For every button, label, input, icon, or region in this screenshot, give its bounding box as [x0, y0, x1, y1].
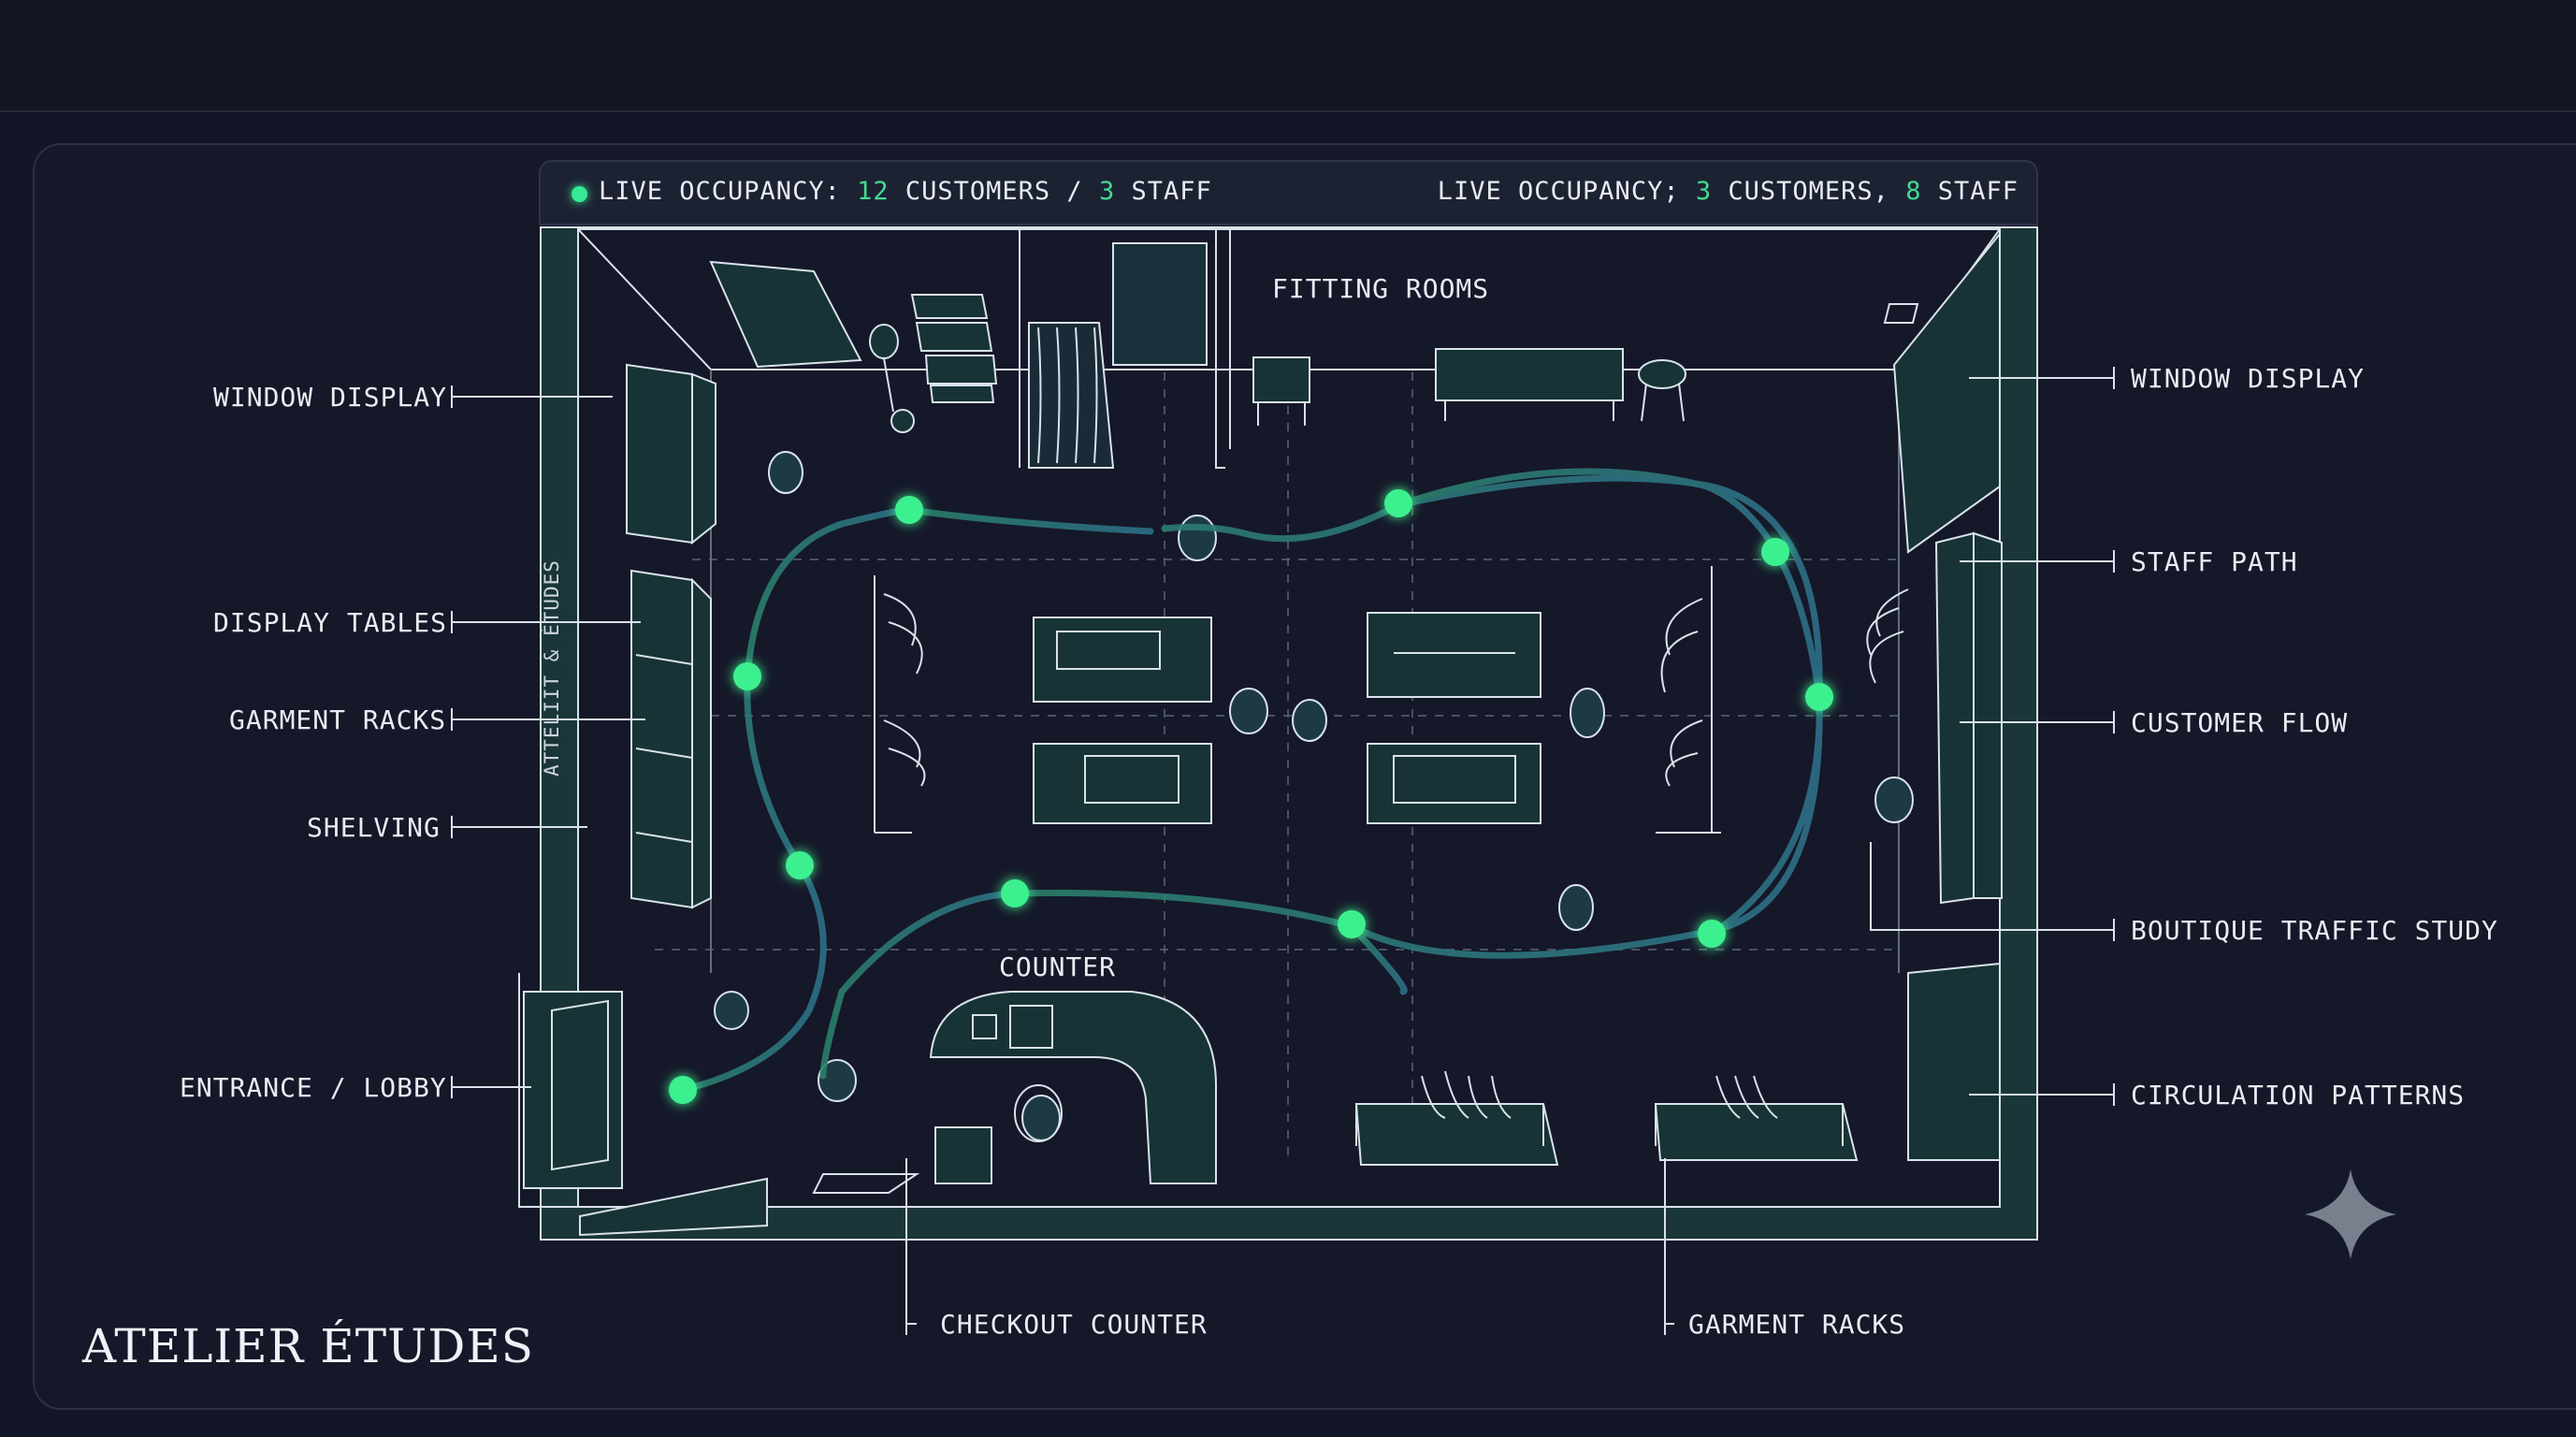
occupancy-left-customers: 12	[857, 177, 890, 206]
label-circulation-patterns: CIRCULATION PATTERNS	[2131, 1080, 2466, 1110]
fitting-rooms-label: FITTING ROOMS	[1272, 273, 1490, 304]
occupancy-bar	[539, 160, 2038, 225]
occupancy-right-customers: 3	[1695, 177, 1713, 206]
counter-label: COUNTER	[999, 951, 1117, 982]
label-garment-racks-left: GARMENT RACKS	[229, 704, 447, 735]
occupancy-left-suffix: STAFF	[1115, 177, 1212, 206]
occupancy-left-staff: 3	[1098, 177, 1116, 206]
display-tables-center	[1033, 612, 1541, 824]
display-tables-left	[630, 569, 712, 909]
label-boutique-traffic-study: BOUTIQUE TRAFFIC STUDY	[2131, 915, 2498, 946]
occupancy-left: LIVE OCCUPANCY: 12 CUSTOMERS / 3 STAFF	[599, 177, 1212, 206]
occupancy-right-prefix: LIVE OCCUPANCY;	[1437, 177, 1696, 206]
leader-lines	[451, 367, 2115, 1335]
occupancy-right-suffix: STAFF	[1921, 177, 2019, 206]
top-strip	[0, 0, 2576, 112]
window-display-right	[1883, 231, 2003, 1161]
label-garment-racks-bottom: GARMENT RACKS	[1688, 1309, 1906, 1340]
occupancy-right: LIVE OCCUPANCY; 3 CUSTOMERS, 8 STAFF	[1438, 177, 2019, 206]
occupancy-left-prefix: LIVE OCCUPANCY:	[599, 177, 858, 206]
label-checkout-counter: CHECKOUT COUNTER	[940, 1309, 1208, 1340]
garment-racks-bottom	[1354, 1070, 1859, 1166]
label-shelving: SHELVING	[307, 812, 441, 843]
brand-name: ATELIER ÉTUDES	[82, 1319, 535, 1373]
entrance-door	[523, 991, 920, 1237]
label-customer-flow: CUSTOMER FLOW	[2131, 707, 2349, 738]
live-indicator-icon	[572, 186, 587, 202]
label-window-display-right: WINDOW DISPLAY	[2131, 363, 2366, 394]
occupancy-right-mid: CUSTOMERS,	[1712, 177, 1906, 206]
occupancy-left-mid: CUSTOMERS /	[889, 177, 1099, 206]
fitting-rooms	[1019, 229, 1686, 469]
wall-sign: ATTELIIT & ÉTUDES	[541, 559, 563, 777]
garment-racks-center	[874, 566, 1909, 834]
window-display-left	[626, 363, 716, 545]
label-display-tables: DISPLAY TABLES	[213, 607, 448, 638]
label-window-display-left: WINDOW DISPLAY	[213, 382, 448, 413]
entrance-lobby-frame	[518, 973, 578, 1208]
occupancy-right-staff: 8	[1905, 177, 1922, 206]
label-entrance-lobby: ENTRANCE / LOBBY	[180, 1072, 447, 1103]
top-left-decor	[709, 260, 998, 433]
sparkle-icon	[2305, 1169, 2396, 1259]
flow-nodes	[669, 489, 1833, 1104]
checkout-counter	[929, 991, 1217, 1184]
label-staff-path: STAFF PATH	[2131, 546, 2298, 577]
